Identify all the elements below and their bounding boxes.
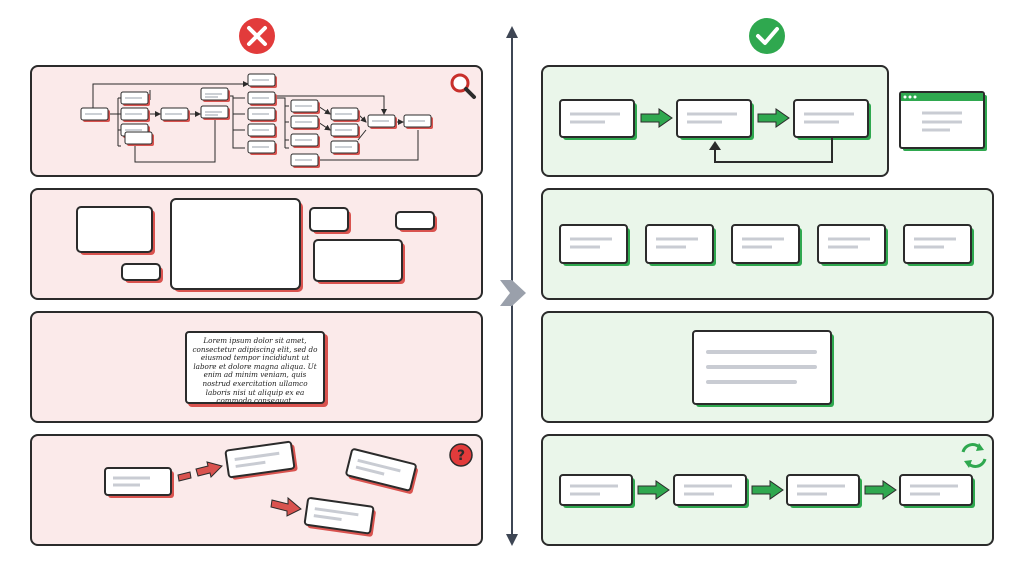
linear-flow	[559, 474, 975, 508]
concise-card	[692, 330, 834, 407]
browser-window-icon	[899, 91, 987, 151]
chevron-right-icon	[500, 280, 526, 306]
refresh-cycle-icon	[961, 443, 987, 468]
scattered-boxes	[76, 198, 437, 292]
question-circle-icon: ?	[449, 443, 473, 467]
svg-text:?: ?	[457, 448, 465, 464]
magnifier-icon	[450, 73, 476, 99]
aligned-boxes	[559, 224, 974, 266]
disordered-flow	[104, 440, 418, 537]
dense-text-block: Lorem ipsum dolor sit amet, consectetur …	[185, 331, 325, 404]
flowchart-nodes	[80, 73, 433, 168]
x-circle-icon	[239, 18, 275, 54]
simple-flow	[559, 99, 871, 163]
check-circle-icon	[749, 18, 785, 54]
